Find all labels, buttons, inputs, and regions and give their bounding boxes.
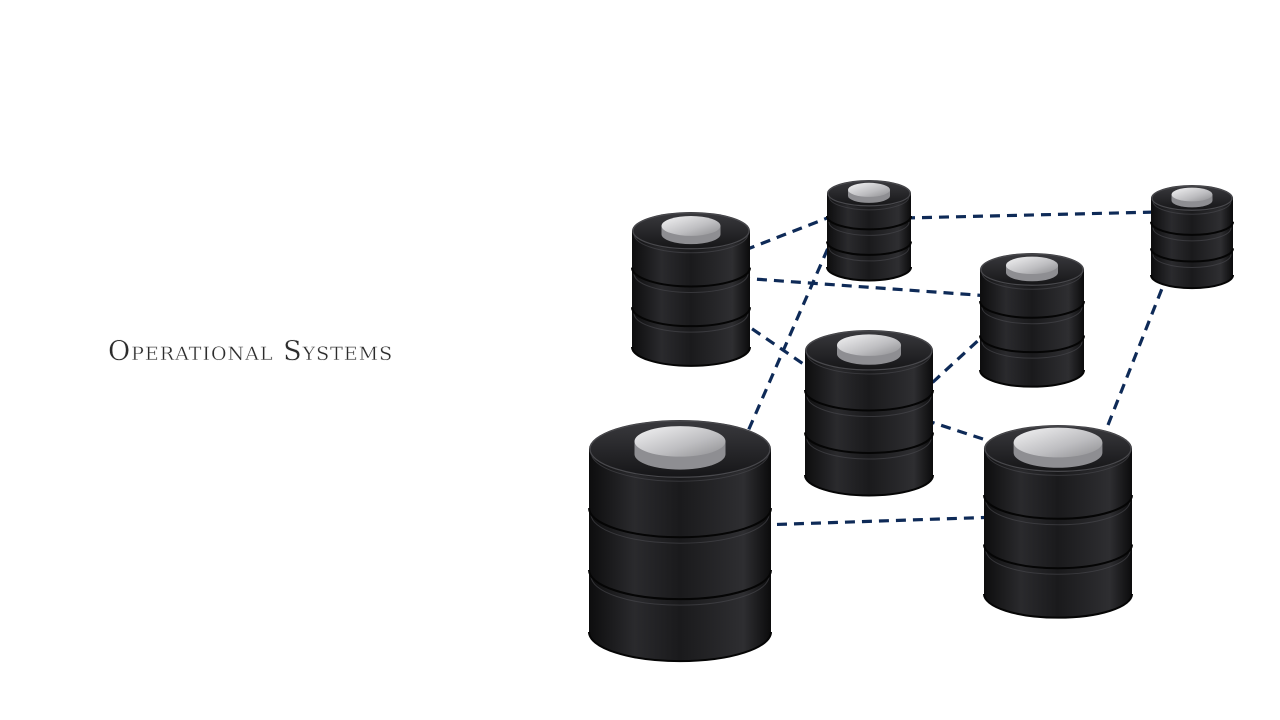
link-line (904, 210, 1159, 220)
database-cylinder-icon (979, 253, 1085, 388)
link-line (759, 515, 1001, 527)
database-cylinder-icon (588, 420, 772, 663)
database-nodes (588, 180, 1234, 663)
database-cylinder-icon (1150, 185, 1234, 290)
database-cylinder-icon (631, 212, 751, 367)
slide-title: Operational Systems (108, 336, 394, 367)
link-line (740, 231, 837, 446)
link-line (739, 276, 991, 298)
link-line (744, 213, 836, 252)
link-line (924, 418, 993, 444)
database-cylinder-icon (826, 180, 912, 282)
database-cylinder-icon (983, 425, 1133, 619)
database-cylinder-icon (804, 330, 934, 497)
